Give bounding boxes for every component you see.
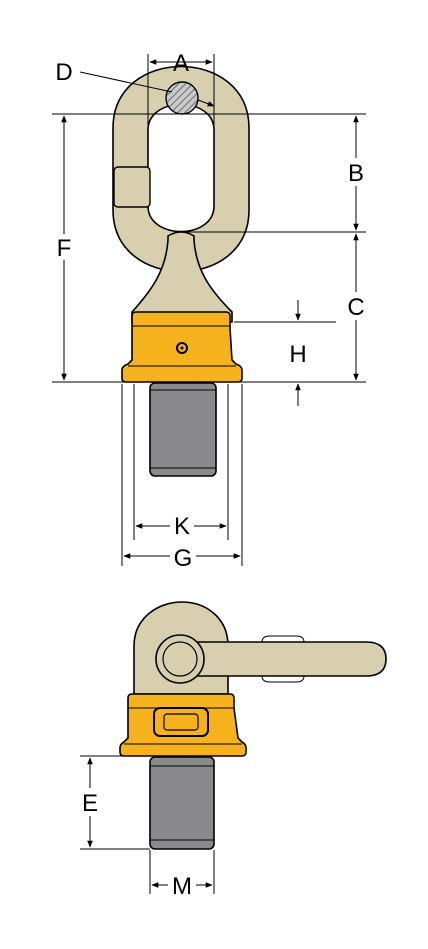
ring-weld-band <box>113 166 151 208</box>
side-view <box>119 601 387 850</box>
dim-label-d: D <box>55 59 72 86</box>
dim-label-m: M <box>172 873 192 900</box>
front-view <box>112 65 250 477</box>
dim-label-e: E <box>82 790 98 817</box>
dim-label-f: F <box>57 235 72 262</box>
threaded-stud <box>149 382 217 477</box>
dim-label-c: C <box>347 294 364 321</box>
dim-label-a: A <box>173 50 189 77</box>
dim-label-b: B <box>348 160 364 187</box>
ring-cross-section-d <box>165 81 199 115</box>
dim-label-k: K <box>174 513 190 540</box>
side-ring-bar <box>181 641 387 677</box>
side-dimensions: E M <box>78 755 215 900</box>
front-dimensions: A D F B C H K <box>52 50 368 572</box>
dim-label-h: H <box>289 341 306 368</box>
dim-label-g: G <box>174 545 193 572</box>
side-threaded-stud <box>149 756 215 850</box>
